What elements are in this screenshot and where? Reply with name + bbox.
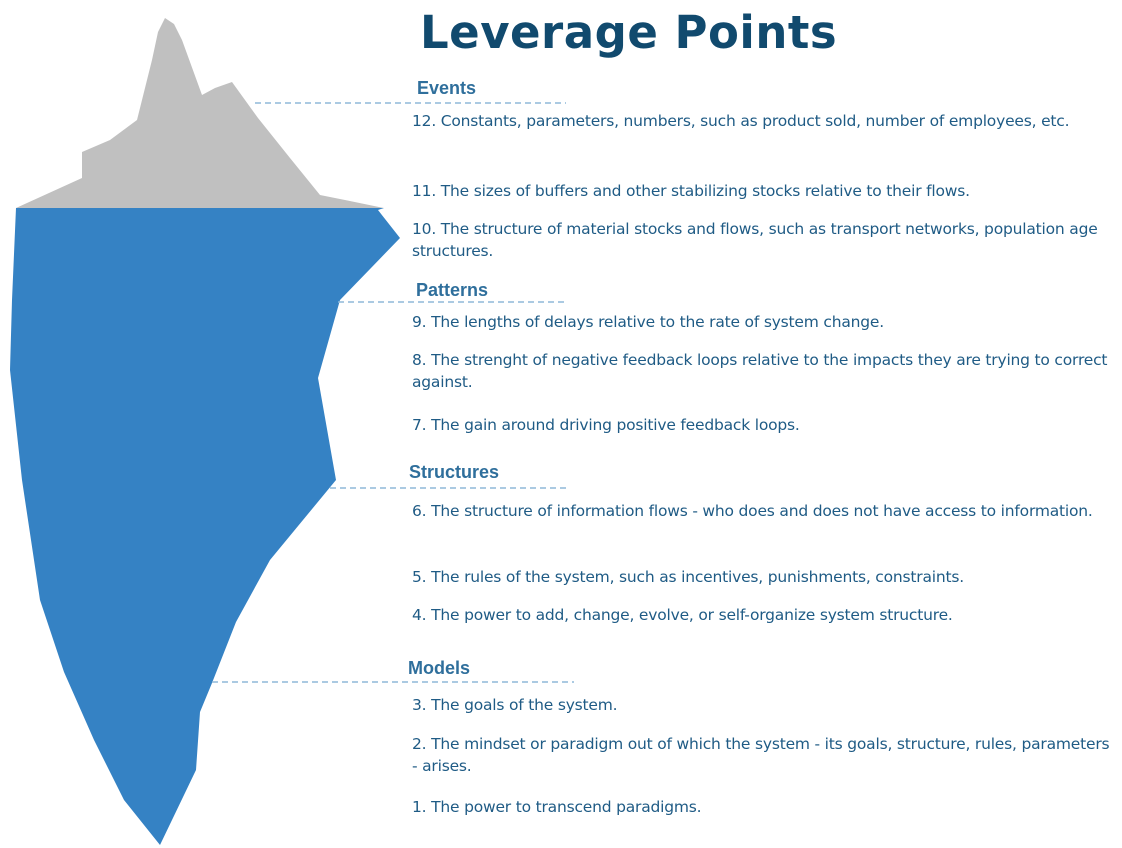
section-label-structures: Structures (409, 462, 500, 482)
section-label-events: Events (417, 78, 477, 98)
iceberg-body-below-water (10, 208, 400, 845)
iceberg-graphic (10, 18, 574, 845)
iceberg-tip-above-water (16, 18, 384, 208)
leverage-point-6: 6. The structure of information flows - … (412, 502, 1093, 520)
leverage-point-10: 10. The structure of material stocks and… (412, 220, 1098, 260)
leverage-point-5: 5. The rules of the system, such as ince… (412, 568, 964, 586)
section-label-models: Models (408, 658, 471, 678)
page-title: Leverage Points (420, 6, 838, 59)
leverage-point-8: 8. The strenght of negative feedback loo… (412, 351, 1108, 391)
leverage-point-3: 3. The goals of the system. (412, 696, 618, 714)
leverage-point-7: 7. The gain around driving positive feed… (412, 416, 800, 434)
leverage-point-9: 9. The lengths of delays relative to the… (412, 313, 884, 331)
leverage-point-2: 2. The mindset or paradigm out of which … (412, 735, 1110, 775)
section-label-patterns: Patterns (416, 280, 489, 300)
leverage-point-12: 12. Constants, parameters, numbers, such… (412, 112, 1070, 130)
leverage-point-11: 11. The sizes of buffers and other stabi… (412, 182, 970, 200)
leverage-point-1: 1. The power to transcend paradigms. (412, 798, 702, 816)
leverage-point-4: 4. The power to add, change, evolve, or … (412, 606, 953, 624)
